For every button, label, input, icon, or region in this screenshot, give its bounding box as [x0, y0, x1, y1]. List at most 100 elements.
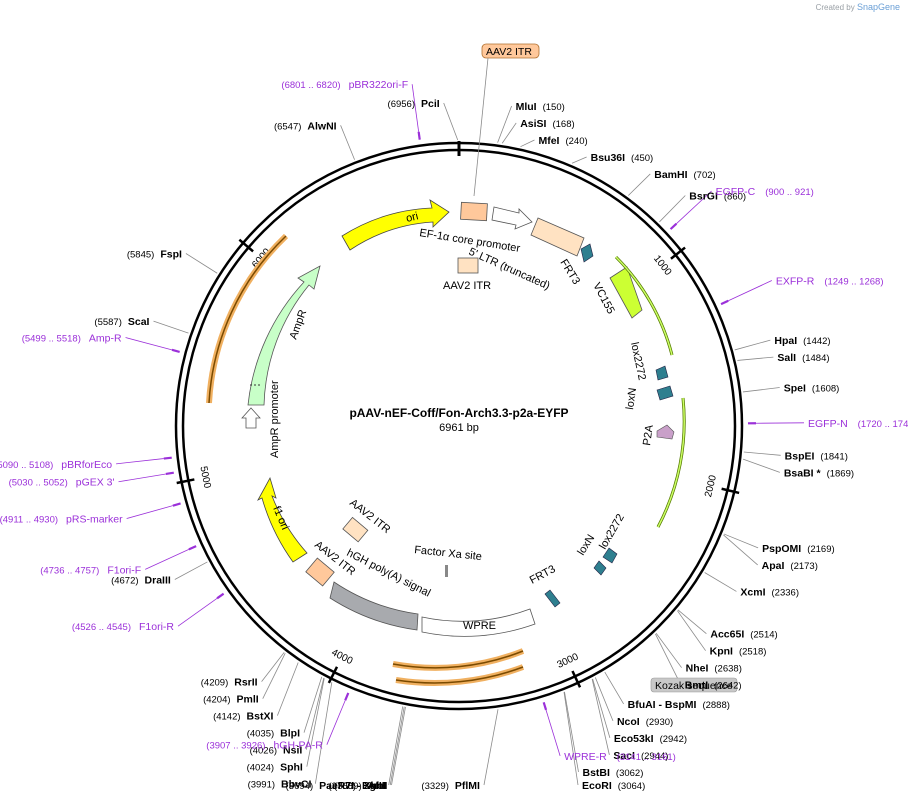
- primer-leader-line: [125, 337, 173, 351]
- feature-frt3-lower: [544, 589, 561, 608]
- enzyme-name: BsrGI: [689, 191, 718, 203]
- feature-lox2272-upper: [655, 365, 669, 381]
- enzyme-site: BsaBI *(1869): [784, 467, 854, 479]
- primer-leader-line: [126, 505, 173, 519]
- enzyme-site: HpaI(1442): [774, 335, 830, 347]
- primer-leader-line: [116, 458, 164, 465]
- enzyme-name: Acc65I: [710, 629, 744, 641]
- primer-name: Amp-R: [89, 333, 122, 345]
- scale-tick: [721, 487, 740, 495]
- primer-leader-line: [411, 84, 420, 132]
- credit-prefix: Created by: [815, 3, 855, 12]
- primer-site: EXFP-R(1249 .. 1268): [776, 276, 884, 288]
- feature-label-frt3-lower: FRT3: [528, 563, 558, 586]
- enzyme-name: PmlI: [237, 694, 259, 706]
- enzyme-leader-line: [655, 633, 682, 685]
- plasmid-name: pAAV-nEF-Coff/Fon-Arch3.3-p2a-EYFP: [349, 406, 568, 420]
- primer-mark: [163, 456, 172, 460]
- enzyme-site: BsrGI(860): [689, 191, 746, 203]
- enzyme-leader-line: [594, 677, 614, 722]
- enzyme-position: (168): [552, 119, 574, 130]
- enzyme-name: EcoRI: [582, 780, 612, 792]
- enzyme-name: FspI: [160, 248, 182, 260]
- enzyme-leader-line: [391, 706, 406, 786]
- feature-ori: ori: [341, 199, 450, 251]
- enzyme-position: (2169): [807, 544, 834, 555]
- enzyme-leaders: [153, 102, 781, 786]
- enzyme-name: SphI: [280, 762, 303, 774]
- enzyme-site: SalI(1484): [777, 352, 829, 364]
- feature-label-lox2272-upper: lox2272: [628, 341, 648, 381]
- enzyme-position: (4209): [201, 678, 228, 689]
- feature-label-wpre: WPRE: [463, 620, 496, 632]
- enzyme-labels: MluI(150)AsiSI(168)MfeI(240)Bsu36I(450)B…: [94, 98, 854, 792]
- enzyme-leader-line: [564, 691, 579, 772]
- scale-tick-label: 3000: [555, 651, 580, 671]
- enzyme-name: AsiSI: [520, 118, 546, 130]
- enzyme-position: (5587): [94, 317, 121, 328]
- enzyme-site: AlwNI(6547): [274, 120, 337, 132]
- primer-site: pBRforEco(5090 .. 5108): [0, 459, 112, 471]
- enzyme-site: BbvCI(3991): [248, 779, 312, 791]
- primer-range: (900 .. 921): [765, 187, 814, 198]
- feature-loxn-upper: [656, 385, 674, 401]
- primer-mark: [216, 592, 225, 600]
- enzyme-name: BsaBI *: [784, 467, 822, 479]
- feature-label-loxn-lower: loxN: [575, 533, 597, 558]
- enzyme-site: BspEI(1841): [785, 450, 848, 462]
- feature-factor-xa: [445, 565, 448, 577]
- enzyme-name: ApaI: [762, 560, 785, 572]
- enzyme-position: (3329): [421, 781, 448, 792]
- enzyme-site: NheI(2638): [686, 663, 742, 675]
- feature-lox2272-lower: [602, 547, 618, 564]
- primer-mark: [417, 131, 421, 140]
- primer-range: (5499 .. 5518): [22, 334, 81, 345]
- enzyme-site: MluI(150): [516, 101, 565, 113]
- primer-labels: pBR322ori-F(6801 .. 6820)EGFP-C(900 .. 9…: [0, 79, 908, 763]
- enzyme-site: SphI(4024): [247, 762, 303, 774]
- scale-tick-label: 2000: [703, 474, 719, 499]
- enzyme-name: AfeI: [368, 780, 388, 792]
- enzyme-site: ScaI(5587): [94, 316, 149, 328]
- feature-label-vc155: VC155: [590, 281, 616, 316]
- enzyme-leader-line: [734, 339, 771, 351]
- enzyme-leader-line: [677, 609, 707, 634]
- primer-mark: [542, 701, 548, 711]
- boxed-label-aav2-itr: AAV2 ITR: [473, 43, 540, 197]
- enzyme-site: AfeI(3689): [334, 780, 387, 792]
- enzyme-position: (4672): [111, 576, 138, 587]
- enzyme-name: NheI: [686, 663, 709, 675]
- enzyme-site: BmtI(2642): [685, 680, 742, 692]
- enzyme-position: (150): [543, 102, 565, 113]
- primer-mark: [165, 471, 174, 476]
- enzyme-position: (2514): [750, 630, 777, 641]
- primer-range: (4736 .. 4757): [40, 565, 99, 576]
- primer-site: pBR322ori-F(6801 .. 6820): [281, 79, 408, 91]
- snapgene-logo: SnapGene: [856, 2, 900, 12]
- feature-orange-arc-left: [206, 233, 289, 404]
- enzyme-site: SacI(2944): [613, 750, 668, 762]
- enzyme-name: BspEI: [785, 450, 815, 462]
- feature-label-aav2-itr-mid: AAV2 ITR: [443, 280, 491, 292]
- enzyme-name: PciI: [421, 98, 440, 110]
- enzyme-position: (4035): [247, 729, 274, 740]
- enzyme-site: PmlI(4204): [203, 694, 259, 706]
- primer-name: pBRforEco: [61, 459, 112, 471]
- enzyme-position: (3694): [286, 781, 313, 792]
- enzyme-site: BamHI(702): [654, 169, 715, 181]
- plasmid-length: 6961 bp: [439, 422, 479, 434]
- feature-aav2-itr-lower1: [342, 516, 369, 543]
- feature-loxn-lower: [593, 560, 607, 576]
- enzyme-name: BlpI: [280, 728, 300, 740]
- enzyme-position: (6956): [388, 99, 415, 110]
- enzyme-name: RsrII: [234, 677, 257, 689]
- scale-tick-label: 5000: [197, 465, 212, 489]
- enzyme-position: (1484): [802, 353, 829, 364]
- enzyme-leader-line: [262, 652, 286, 699]
- primer-site: pGEX 3'(5030 .. 5052): [9, 477, 115, 489]
- enzyme-leader-line: [277, 662, 299, 716]
- enzyme-position: (2173): [790, 561, 817, 572]
- enzyme-site: BstBI(3062): [582, 767, 643, 779]
- enzyme-site: Bsu36I(450): [591, 152, 654, 164]
- enzyme-position: (702): [694, 170, 716, 181]
